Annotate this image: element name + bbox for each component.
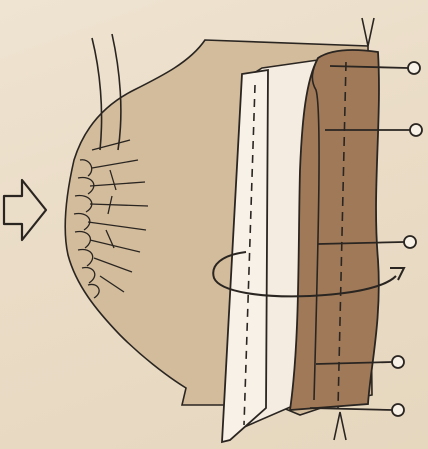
outline-arrow-icon	[4, 180, 46, 240]
